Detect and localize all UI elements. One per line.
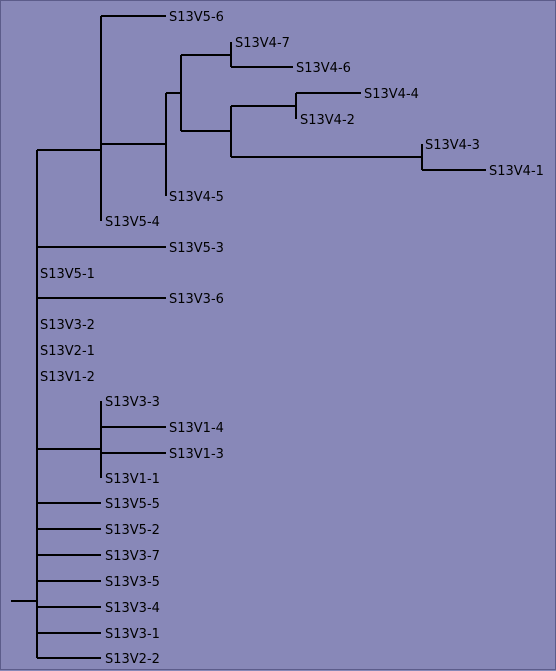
leaf-s13v1-3: S13V1-3 [169, 447, 224, 462]
leaf-s13v4-3: S13V4-3 [425, 138, 480, 153]
leaf-s13v5-4: S13V5-4 [105, 215, 160, 230]
leaf-s13v3-3: S13V3-3 [105, 395, 160, 410]
leaf-s13v5-5: S13V5-5 [105, 497, 160, 512]
leaf-s13v3-4: S13V3-4 [105, 601, 160, 616]
leaf-s13v4-5: S13V4-5 [169, 190, 224, 205]
leaf-s13v1-4: S13V1-4 [169, 421, 224, 436]
leaf-s13v3-2: S13V3-2 [40, 318, 95, 333]
leaf-s13v1-2: S13V1-2 [40, 370, 95, 385]
leaf-s13v4-6: S13V4-6 [296, 61, 351, 76]
leaf-s13v5-6: S13V5-6 [169, 10, 224, 25]
tree-edges [11, 15, 486, 659]
leaf-s13v5-2: S13V5-2 [105, 523, 160, 538]
leaf-s13v4-2: S13V4-2 [300, 113, 355, 128]
leaf-s13v2-1: S13V2-1 [40, 344, 95, 359]
leaf-s13v3-1: S13V3-1 [105, 627, 160, 642]
leaf-s13v1-1: S13V1-1 [105, 472, 160, 487]
leaf-s13v2-2: S13V2-2 [105, 652, 160, 667]
leaf-s13v3-6: S13V3-6 [169, 292, 224, 307]
leaf-s13v4-1: S13V4-1 [489, 164, 544, 179]
leaf-s13v3-7: S13V3-7 [105, 549, 160, 564]
leaf-s13v3-5: S13V3-5 [105, 575, 160, 590]
leaf-labels: S13V5-6 S13V4-7 S13V4-6 S13V4-4 S13V4-2 … [40, 10, 544, 667]
leaf-s13v5-3: S13V5-3 [169, 241, 224, 256]
leaf-s13v5-1: S13V5-1 [40, 267, 95, 282]
leaf-s13v4-4: S13V4-4 [364, 87, 419, 102]
leaf-s13v4-7: S13V4-7 [235, 36, 290, 51]
